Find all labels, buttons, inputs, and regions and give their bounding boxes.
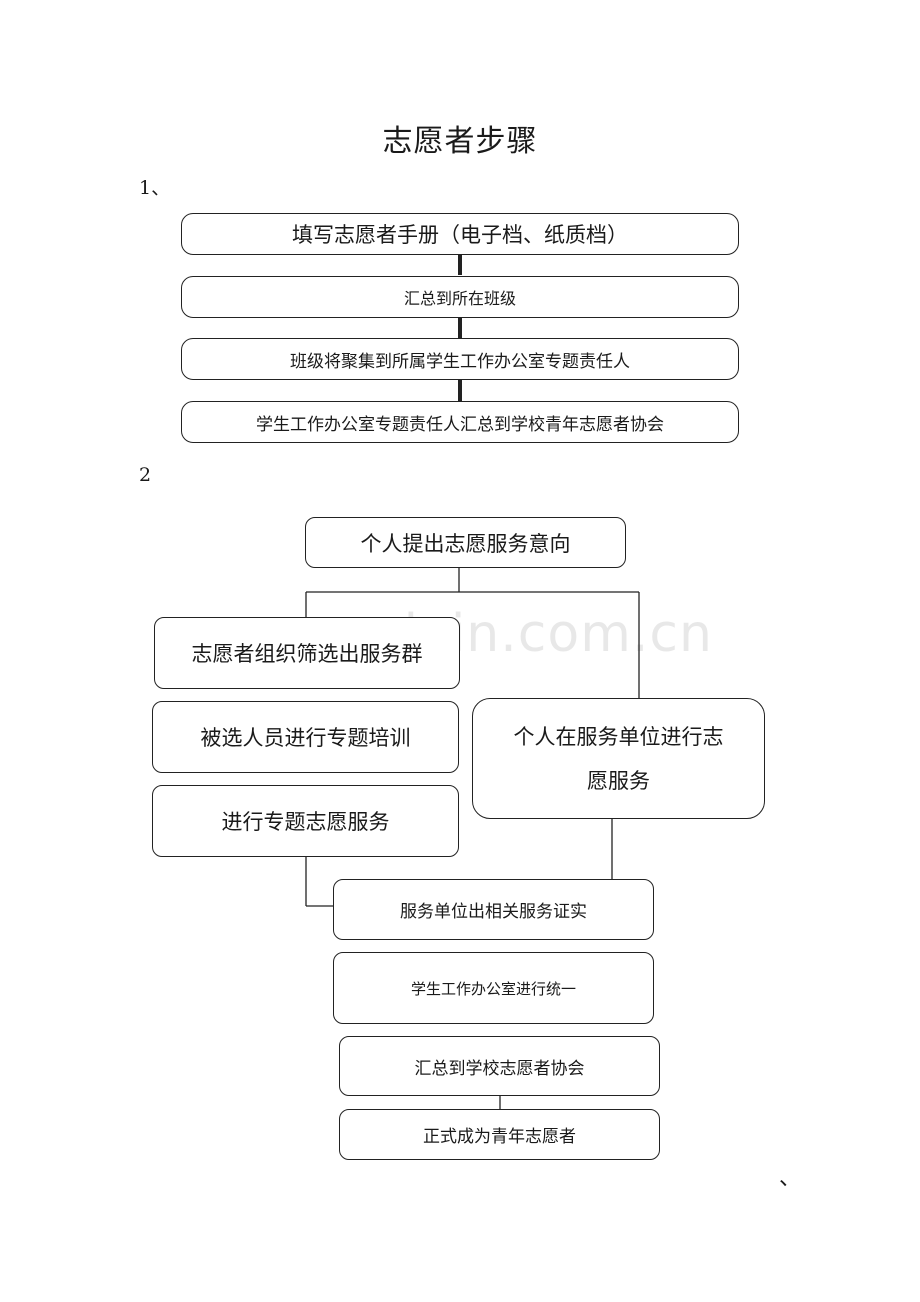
section-2-label: 2 [139,464,152,486]
right-branch-line-2: 愿服务 [587,768,650,793]
step-2-box: 汇总到所在班级 [181,276,739,318]
merge-step-2-box: 学生工作办公室进行统一 [333,952,654,1024]
left-step-2-box: 被选人员进行专题培训 [152,701,459,773]
right-branch-box: 个人在服务单位进行志 愿服务 [472,698,765,819]
connector [458,255,462,275]
merge-step-3-box: 汇总到学校志愿者协会 [339,1036,660,1096]
page-title: 志愿者步骤 [382,124,538,159]
connector [458,380,462,402]
left-step-1-box: 志愿者组织筛选出服务群 [154,617,460,689]
step-3-box: 班级将聚集到所属学生工作办公室专题责任人 [181,338,739,380]
step-1-box: 填写志愿者手册（电子档、纸质档） [181,213,739,255]
merge-step-1-box: 服务单位出相关服务证实 [333,879,654,940]
section-1-label: 1、 [139,177,171,199]
start-box: 个人提出志愿服务意向 [305,517,626,568]
connector [458,318,462,338]
step-4-box: 学生工作办公室专题责任人汇总到学校青年志愿者协会 [181,401,739,443]
right-branch-line-1: 个人在服务单位进行志 [513,724,724,749]
merge-step-4-box: 正式成为青年志愿者 [339,1109,660,1160]
footer-mark: 、 [779,1166,802,1191]
left-step-3-box: 进行专题志愿服务 [152,785,459,857]
